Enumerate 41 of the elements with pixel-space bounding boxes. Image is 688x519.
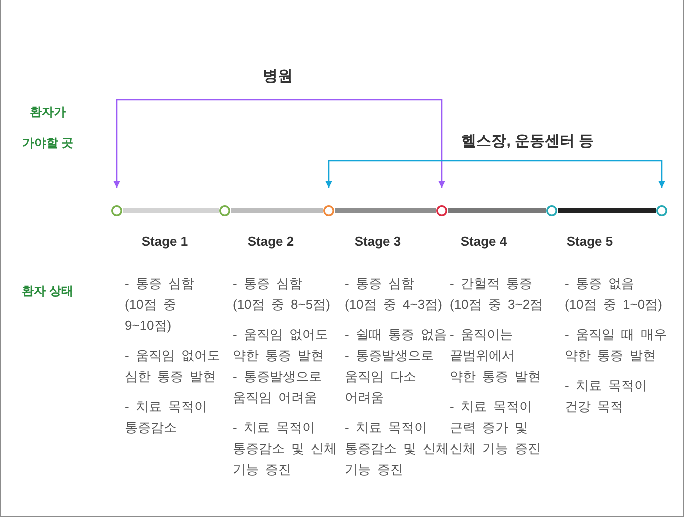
timeline-segment (558, 208, 656, 214)
bullet-text: - 움직임 없어도 약한 통증 발현 (233, 326, 330, 365)
timeline-segment (448, 208, 546, 214)
stage-label: Stage 4 (460, 233, 508, 251)
stage-label: Stage 5 (566, 233, 614, 251)
bullet-text: - 움직일 때 매우 약한 통증 발현 (565, 326, 668, 365)
bullet-text: - 통증 심함 (10점 중 8~5점) (233, 275, 332, 314)
bullet-text: - 치료 목적이 통증감소 및 신체 기능 증진 (345, 419, 450, 479)
arrow (528, 160, 666, 188)
bullet-text: - 움직이는 끝범위에서 약한 통증 발현 (450, 326, 542, 386)
heading-text: 헬스장, 운동센터 등 (462, 132, 594, 160)
side-label: 환자가 가야할 곳 (21, 104, 75, 152)
arrow (114, 99, 278, 188)
timeline-dot (436, 205, 448, 217)
bullet-text: - 통증 심함 (10점 중 4~3점) (345, 275, 444, 314)
timeline-dot (656, 205, 668, 217)
timeline-dot (219, 205, 231, 217)
timeline-segment (335, 208, 436, 214)
bullet-text: - 치료 목적이 근력 증가 및 신체 기능 증진 (450, 398, 542, 458)
stage-label: Stage 1 (142, 233, 188, 251)
bullet-text: - 치료 목적이 건강 목적 (565, 377, 649, 416)
bullet-text: - 치료 목적이 통증감소 및 신체 기능 증진 (233, 419, 338, 479)
bullet-text: - 통증 심함 (10점 중 9~10점) (125, 275, 196, 335)
arrow (278, 99, 446, 188)
heading-text: 병원 (263, 67, 293, 99)
bullet-text: - 간헐적 통증 (10점 중 3~2점 (450, 275, 544, 314)
arrow (326, 160, 528, 188)
stage-label: Stage 3 (354, 233, 402, 251)
timeline-dot (111, 205, 123, 217)
bullet-text: - 쉴때 통증 없음 (345, 326, 448, 344)
bullet-text: - 통증 없음 (10점 중 1~0점) (565, 275, 664, 314)
side-label: 환자 상태 (22, 283, 74, 299)
timeline-dot (323, 205, 335, 217)
bullet-text: - 움직임 없어도 심한 통증 발현 (125, 347, 222, 386)
bullet-text: - 치료 목적이 통증감소 (125, 398, 209, 437)
timeline-segment (123, 208, 219, 214)
timeline-segment (231, 208, 323, 214)
stage-label: Stage 2 (248, 233, 294, 251)
bullet-text: - 통증발생으로 움직임 다소 어려움 (345, 347, 435, 407)
bullet-text: - 통증발생으로 움직임 어려움 (233, 368, 323, 407)
timeline-dot (546, 205, 558, 217)
